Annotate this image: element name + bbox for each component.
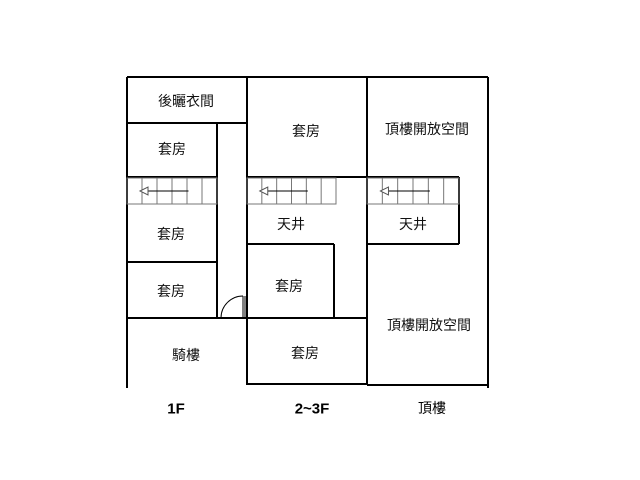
room-label-suite: 套房	[157, 284, 185, 300]
staircase	[246, 177, 337, 205]
room-label-suite: 套房	[158, 142, 186, 158]
staircase	[126, 177, 218, 205]
arrow-head-icon	[258, 186, 269, 196]
staircase	[366, 177, 460, 205]
floor-label-roof: 頂樓	[418, 401, 446, 417]
walls-1f	[126, 76, 247, 388]
room-label-atrium: 天井	[399, 217, 427, 233]
room-label-suite: 套房	[275, 279, 303, 295]
floor-label-1f: 1F	[167, 400, 185, 418]
walls-roof	[367, 76, 489, 388]
arrow-head-icon	[379, 186, 389, 196]
walls-2-3f	[246, 76, 368, 385]
door-1f	[220, 295, 246, 319]
room-label-suite: 套房	[291, 346, 319, 362]
room-label-roof-open-space: 頂樓開放空間	[385, 122, 469, 138]
arrow-head-icon	[138, 186, 149, 196]
room-label-atrium: 天井	[277, 217, 305, 233]
room-label-suite: 套房	[157, 227, 185, 243]
room-label-suite: 套房	[292, 124, 320, 140]
room-label-roof-open-space: 頂樓開放空間	[387, 318, 471, 334]
room-label-arcade: 騎樓	[172, 348, 200, 364]
room-label-drying-room: 後曬衣間	[158, 94, 214, 110]
floor-label-2-3f: 2~3F	[294, 400, 330, 418]
